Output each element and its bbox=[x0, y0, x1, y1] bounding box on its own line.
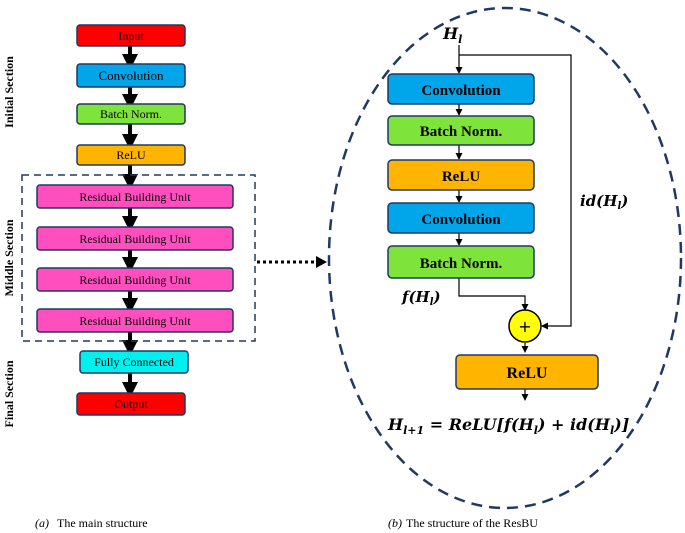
block-fully-connected: Fully Connected bbox=[79, 350, 189, 374]
resbu-block-relu-out: ReLU bbox=[455, 354, 599, 390]
block-batch-norm-label: Batch Norm. bbox=[100, 107, 162, 121]
block-resbu-2-label: Residual Building Unit bbox=[79, 232, 191, 246]
block-resbu-4-label: Residual Building Unit bbox=[79, 314, 191, 328]
caption-b: (b) The structure of the ResBU bbox=[388, 516, 538, 530]
resbu-flow-arrows bbox=[455, 45, 572, 401]
resbu-block-bn2: Batch Norm. bbox=[387, 245, 535, 279]
residual-function-label: f(Hl) bbox=[401, 288, 441, 308]
middle-section-label: Middle Section bbox=[2, 219, 16, 296]
block-resbu-2: Residual Building Unit bbox=[36, 226, 234, 251]
resbu-block-bn1: Batch Norm. bbox=[387, 115, 535, 146]
resbu-block-relu1: ReLU bbox=[387, 159, 535, 191]
block-output-label: Output bbox=[114, 397, 148, 411]
caption-a-text: The main structure bbox=[57, 516, 148, 530]
resbu-bn1-label: Batch Norm. bbox=[420, 124, 503, 140]
resbu-block-conv1: Convolution bbox=[387, 73, 535, 105]
resbu-bn2-label: Batch Norm. bbox=[420, 256, 503, 272]
block-convolution-label: Convolution bbox=[98, 68, 164, 83]
resbu-input-label: Hl bbox=[442, 24, 462, 46]
adder-symbol: + bbox=[518, 317, 531, 336]
identity-label: id(Hl) bbox=[580, 192, 628, 212]
middle-section-box bbox=[21, 174, 256, 342]
block-resbu-3: Residual Building Unit bbox=[36, 267, 234, 292]
block-resbu-3-label: Residual Building Unit bbox=[79, 273, 191, 287]
caption-b-text: The structure of the ResBU bbox=[406, 516, 538, 530]
block-relu: ReLU bbox=[76, 144, 186, 166]
block-fully-connected-label: Fully Connected bbox=[94, 355, 174, 369]
caption-a: (a) The main structure bbox=[35, 516, 148, 530]
block-input-label: Input bbox=[118, 29, 144, 43]
zoom-connector-arrow bbox=[257, 256, 327, 268]
block-resbu-4: Residual Building Unit bbox=[36, 308, 234, 333]
caption-b-letter: (b) bbox=[388, 516, 402, 530]
block-convolution: Convolution bbox=[76, 63, 186, 88]
initial-section-label: Initial Section bbox=[2, 56, 16, 128]
block-resbu-1: Residual Building Unit bbox=[36, 184, 234, 209]
resbu-ellipse bbox=[327, 6, 683, 510]
adder-node: + bbox=[508, 309, 542, 343]
resbu-relu1-label: ReLU bbox=[442, 169, 480, 185]
resbu-conv2-label: Convolution bbox=[421, 212, 501, 228]
resbu-relu-out-label: ReLU bbox=[507, 365, 548, 382]
resbu-conv1-label: Convolution bbox=[421, 83, 501, 99]
block-input: Input bbox=[76, 24, 186, 47]
block-batch-norm: Batch Norm. bbox=[76, 103, 186, 125]
resbu-block-conv2: Convolution bbox=[387, 202, 535, 234]
block-relu-label: ReLU bbox=[116, 148, 146, 162]
resbu-formula: Hl+1 = ReLU[f(Hl) + id(Hl)] bbox=[387, 415, 629, 437]
block-output: Output bbox=[76, 392, 186, 416]
caption-a-letter: (a) bbox=[35, 516, 49, 530]
block-resbu-1-label: Residual Building Unit bbox=[79, 190, 191, 204]
final-section-label: Final Section bbox=[2, 360, 16, 427]
